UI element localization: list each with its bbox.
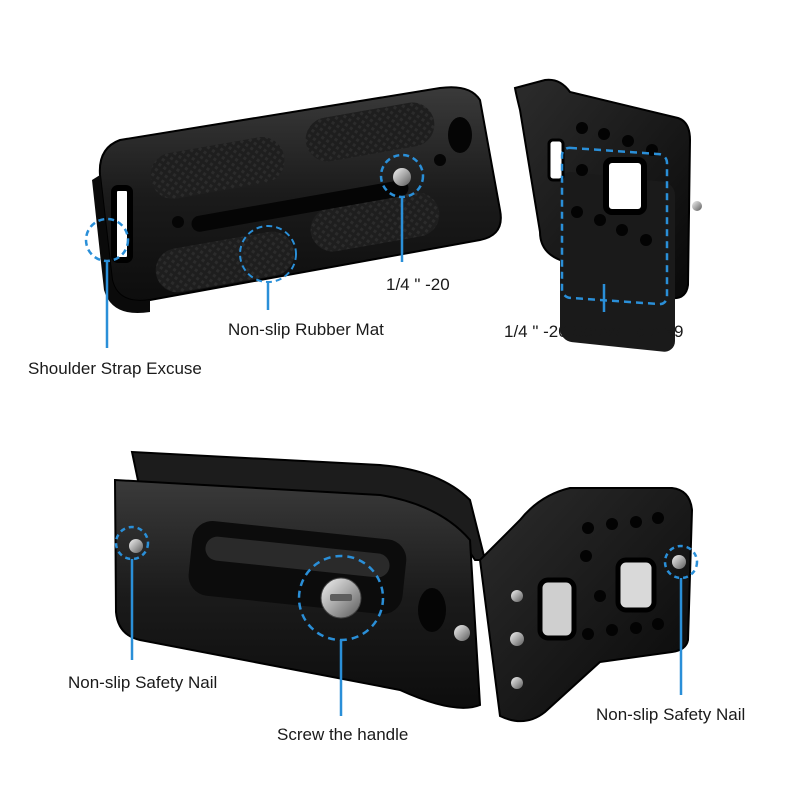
callout-circle-nail-left: [114, 525, 150, 561]
small-hole: [172, 216, 184, 228]
rubber-pad: [150, 137, 285, 199]
label-rubber-mat: Non-slip Rubber Mat: [228, 320, 384, 339]
label-safety-nail-left: Non-slip Safety Nail: [68, 673, 218, 692]
side-screw: [692, 201, 702, 211]
block-screw: [511, 677, 523, 689]
block-screw: [511, 590, 523, 602]
bottom-slot-inner: [205, 536, 390, 578]
label-safety-nail-right: Non-slip Safety Nail: [596, 705, 746, 724]
top-bracket: [92, 78, 702, 352]
label-screw-handle: Screw the handle: [277, 725, 409, 744]
block-screw: [510, 632, 524, 646]
callout-circle-nail-right: [663, 544, 699, 580]
vertical-plate-face: [560, 172, 675, 352]
mounting-slot: [191, 180, 409, 232]
screw-holes: [571, 122, 658, 246]
rubber-pad: [155, 231, 295, 293]
bottom-vertical-plate: [478, 487, 694, 723]
label-shoulder-strap: Shoulder Strap Excuse: [28, 359, 202, 378]
side-window: [547, 138, 565, 182]
callouts: [84, 146, 699, 716]
quarter-screw: [393, 168, 411, 186]
label-screw-holes: 1/4 " -20 Screw Hole ×9: [504, 322, 684, 341]
center-window: [603, 157, 647, 215]
label-quarter-screw: 1/4 " -20: [386, 275, 450, 294]
callout-box-holes: [560, 146, 669, 306]
handle-screw-slot: [330, 594, 352, 601]
safety-nail-left: [129, 539, 143, 553]
bend-hole-small: [434, 154, 446, 166]
bottom-holes: [580, 512, 664, 640]
rubber-pad: [310, 192, 440, 252]
bottom-window-right: [615, 557, 657, 613]
safety-nail-right: [672, 555, 686, 569]
bottom-window-left: [537, 577, 577, 641]
side-hole: [418, 588, 446, 632]
rubber-pad: [305, 102, 435, 162]
side-hole-small: [454, 625, 470, 641]
bend-hole: [448, 117, 472, 153]
bottom-bracket: [113, 450, 694, 723]
